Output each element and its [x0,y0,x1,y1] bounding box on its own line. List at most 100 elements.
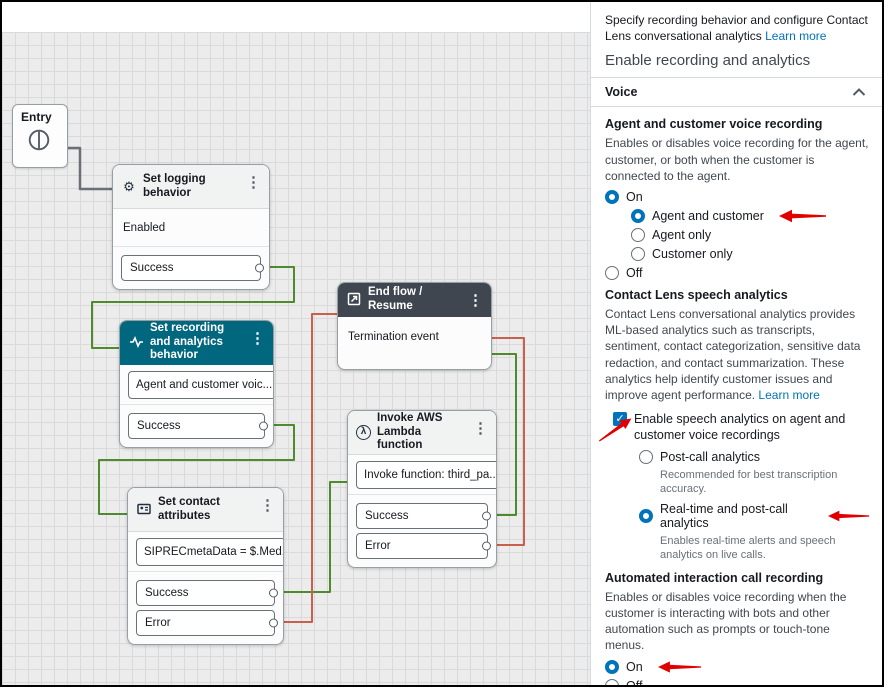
dropdown-value: Invoke function: third_pa... [364,468,497,481]
radio-post-call-analytics[interactable]: Post-call analytics [639,449,870,464]
node-outputs: Success Error [128,572,283,644]
node-set-contact-attributes[interactable]: Set contact attributes ⋮ SIPRECmetaData … [127,487,284,645]
flow-canvas[interactable]: Entry ⚙ Set logging behavior ⋮ Enabled S… [2,2,590,685]
radio-label: Off [626,679,642,686]
node-body: Invoke function: third_pa... [348,455,496,495]
speech-analytics-description: Contact Lens conversational analytics pr… [605,306,870,403]
contact-attribute-dropdown[interactable]: SIPRECmetaData = $.Med... [136,537,284,566]
node-header: Set contact attributes ⋮ [128,488,283,532]
radio-icon[interactable] [605,189,619,204]
lambda-icon: λ [356,425,371,440]
radio-icon[interactable] [605,265,619,280]
radio-label: On [626,189,643,204]
node-title: Set recording and analytics behavior [150,321,225,362]
output-success[interactable]: Success [121,255,264,281]
learn-more-link[interactable]: Learn more [758,387,820,402]
node-title: Invoke AWS Lambda function [377,411,443,452]
intro-text: Specify recording behavior and configure… [605,13,868,44]
contact-attributes-icon [136,502,152,518]
node-set-logging-behavior[interactable]: ⚙ Set logging behavior ⋮ Enabled Success [112,164,270,290]
gear-icon: ⚙ [123,179,135,194]
node-body-text: Termination event [338,317,491,357]
speech-analytics-title: Contact Lens speech analytics [605,287,788,302]
radio-label: Post-call analytics [660,449,761,464]
automated-recording-title: Automated interaction call recording [605,570,824,585]
radio-automated-off[interactable]: Off [605,678,870,686]
port-dot[interactable] [482,511,491,521]
node-set-recording-analytics[interactable]: Set recording and analytics behavior ⋮ A… [119,320,274,448]
radio-label: Agent only [652,227,712,242]
annotation-arrow-icon [657,660,701,673]
node-invoke-lambda[interactable]: λ Invoke AWS Lambda function ⋮ Invoke fu… [347,410,497,568]
dropdown-value: SIPRECmetaData = $.Med... [144,545,284,558]
node-outputs: Success [113,247,269,289]
node-body: Agent and customer voic... [120,365,273,405]
output-label: Success [145,587,189,599]
port-dot[interactable] [269,588,278,598]
radio-label: Agent and customer [652,208,764,223]
radio-customer-only[interactable]: Customer only [631,246,870,261]
output-success[interactable]: Success [356,503,491,529]
kebab-menu-icon[interactable]: ⋮ [468,292,483,309]
annotation-arrow-icon [778,209,826,223]
waveform-icon [128,335,144,351]
node-header: λ Invoke AWS Lambda function ⋮ [348,411,496,455]
radio-icon[interactable] [605,678,619,685]
radio-real-time-analytics[interactable]: Real-time and post-call analytics [639,502,870,530]
kebab-menu-icon[interactable]: ⋮ [246,174,261,191]
radio-icon[interactable] [605,659,619,674]
annotation-arrow-icon [598,418,632,442]
agent-recording-title: Agent and customer voice recording [605,117,823,132]
radio-icon[interactable] [639,449,653,464]
radio-label: Customer only [652,246,733,261]
voice-section-title: Voice [605,85,638,100]
panel-heading: Enable recording and analytics [605,52,811,70]
radio-icon[interactable] [631,208,645,223]
radio-icon[interactable] [631,227,645,242]
radio-icon[interactable] [631,246,645,261]
output-label: Error [365,540,391,552]
radio-automated-on[interactable]: On [605,659,870,674]
node-end-flow-resume[interactable]: End flow / Resume ⋮ Termination event [337,282,492,370]
port-dot[interactable] [269,618,278,628]
node-header: Set recording and analytics behavior ⋮ [120,321,273,365]
entry-label: Entry [21,110,52,124]
output-success[interactable]: Success [136,580,278,606]
entry-point-icon [28,129,50,151]
radio-voice-on[interactable]: On [605,189,870,204]
port-dot[interactable] [482,541,491,551]
agent-recording-description: Enables or disables voice recording for … [605,136,869,183]
kebab-menu-icon[interactable]: ⋮ [473,420,488,437]
port-dot[interactable] [255,263,264,273]
output-error[interactable]: Error [136,610,278,636]
node-title: End flow / Resume [368,285,423,312]
radio-agent-only[interactable]: Agent only [631,227,870,242]
automated-recording-description: Enables or disables voice recording when… [605,589,847,653]
node-title: Set contact attributes [158,495,220,522]
learn-more-link[interactable]: Learn more [765,29,827,44]
annotation-arrow-icon [828,510,870,522]
radio-label: Off [626,265,643,280]
lambda-function-dropdown[interactable]: Invoke function: third_pa... [356,460,497,489]
output-label: Success [130,262,174,274]
radio-voice-off[interactable]: Off [605,265,870,280]
radio-icon[interactable] [639,509,653,524]
real-time-hint: Enables real-time alerts and speech anal… [660,535,836,562]
recording-option-dropdown[interactable]: Agent and customer voic... [128,370,273,399]
node-body: SIPRECmetaData = $.Med... [128,532,283,572]
kebab-menu-icon[interactable]: ⋮ [250,330,265,347]
entry-node[interactable]: Entry [12,104,68,168]
node-header: ⚙ Set logging behavior ⋮ [113,165,269,209]
output-label: Success [137,420,181,432]
output-success[interactable]: Success [128,413,268,439]
output-error[interactable]: Error [356,533,491,559]
port-dot[interactable] [259,421,268,431]
radio-label: Real-time and post-call analytics [660,502,788,531]
radio-agent-and-customer[interactable]: Agent and customer [631,208,870,223]
chevron-up-icon [852,88,866,97]
checkbox-enable-speech-analytics[interactable]: ✓ Enable speech analytics on agent and c… [598,411,870,444]
node-outputs: Success [120,405,273,447]
kebab-menu-icon[interactable]: ⋮ [260,497,275,514]
voice-section-toggle[interactable]: Voice [591,77,882,108]
